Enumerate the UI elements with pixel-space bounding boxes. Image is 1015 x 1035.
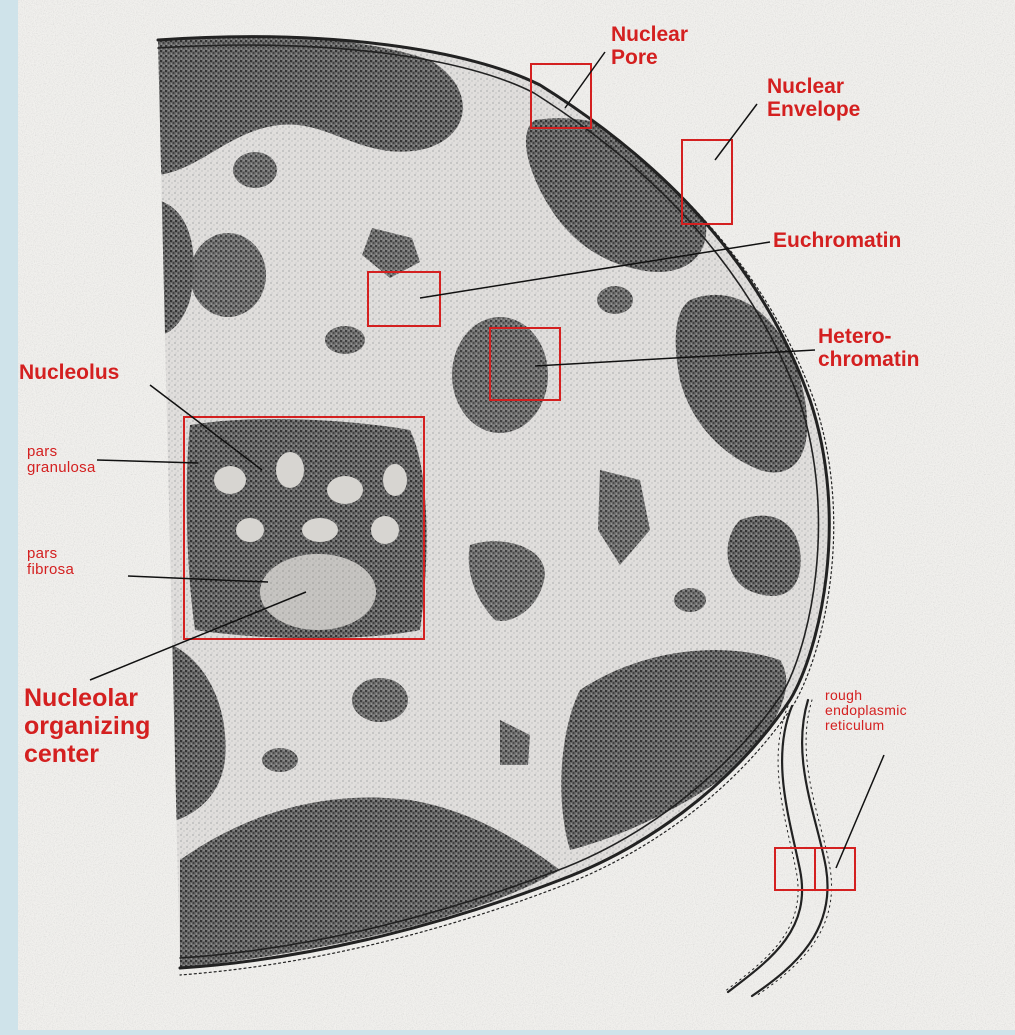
label-nuclear-envelope: Nuclear Envelope bbox=[767, 76, 860, 121]
label-nuclear-pore: Nuclear Pore bbox=[611, 24, 688, 69]
label-pars-fibrosa: pars fibrosa bbox=[27, 546, 74, 578]
nucleolus-drawing bbox=[187, 419, 427, 638]
label-pars-granulosa: pars granulosa bbox=[27, 444, 96, 476]
label-nucleolar-organizing-center: Nucleolar organizing center bbox=[24, 684, 150, 768]
label-rough-er: rough endoplasmic reticulum bbox=[825, 688, 907, 733]
label-heterochromatin: Hetero- chromatin bbox=[818, 326, 920, 371]
label-nucleolus: Nucleolus bbox=[19, 362, 119, 385]
label-euchromatin: Euchromatin bbox=[773, 230, 901, 253]
